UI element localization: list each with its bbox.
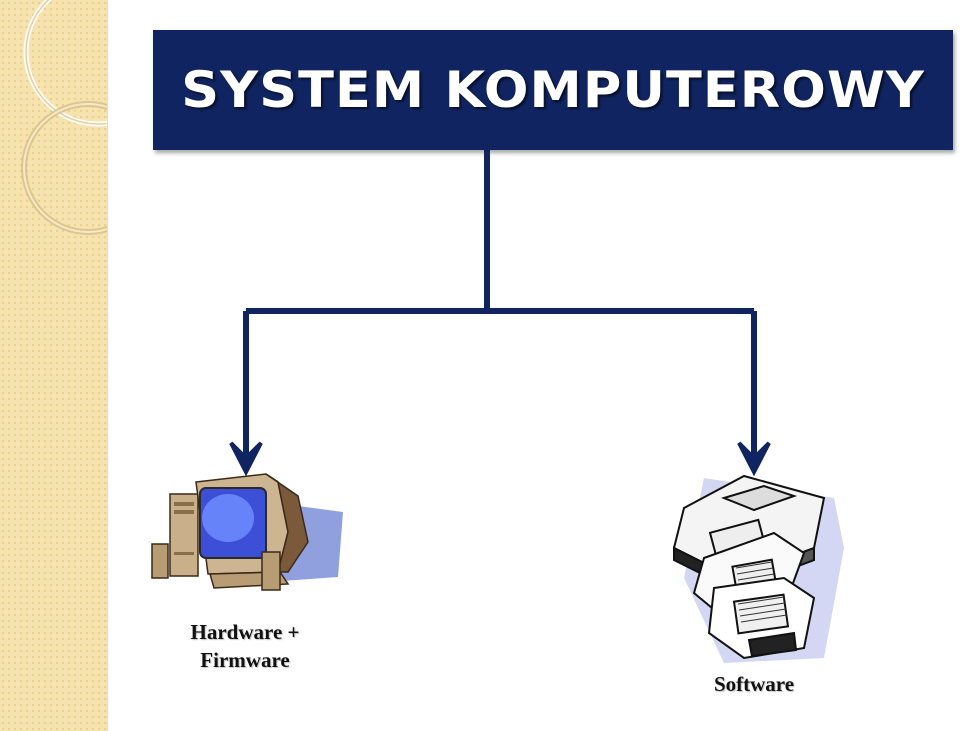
hardware-label: Hardware + Firmware	[150, 618, 340, 674]
diagram-title: SYSTEM KOMPUTEROWY	[181, 61, 925, 119]
decorative-side-strip	[0, 0, 108, 731]
computer-icon	[151, 473, 343, 591]
hardware-label-line2: Firmware	[200, 648, 290, 672]
decorative-circles	[21, 0, 107, 235]
hardware-label-line1: Hardware +	[190, 620, 300, 644]
software-label: Software	[664, 670, 844, 698]
title-box: SYSTEM KOMPUTEROWY	[153, 30, 953, 150]
arrow-head-hardware	[229, 441, 263, 477]
arrow-head-software	[737, 441, 771, 477]
software-label-line1: Software	[713, 672, 795, 696]
floppy-disks-icon	[672, 474, 844, 663]
